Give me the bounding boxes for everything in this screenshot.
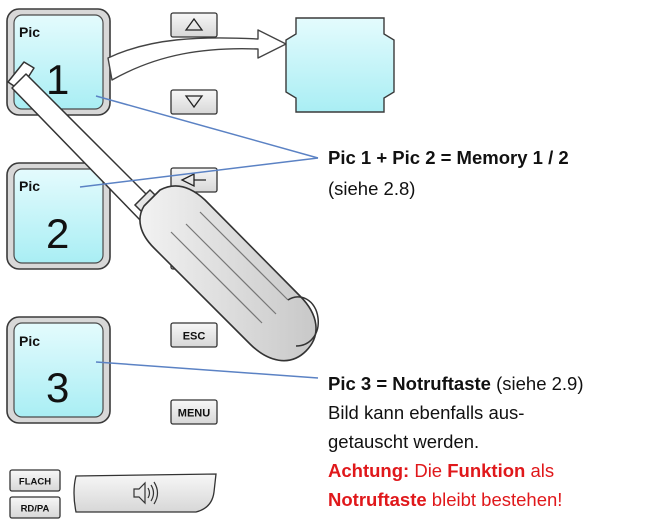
memory-note-reference: (siehe 2.8): [328, 178, 416, 199]
rdpa-label: RD/PA: [21, 504, 50, 515]
menu-key[interactable]: MENU: [170, 399, 218, 425]
pic2-number: 2: [46, 210, 69, 257]
warning-text-part1: Die: [409, 460, 448, 481]
warning-notruftaste: Notruftaste: [328, 489, 427, 510]
leader-lines: [79, 95, 319, 379]
menu-label: MENU: [178, 408, 210, 420]
pic3-key[interactable]: Pic 3: [6, 316, 111, 424]
pic1-number: 1: [46, 56, 69, 103]
memory-note-heading: Pic 1 + Pic 2 = Memory 1 / 2: [328, 147, 569, 168]
emergency-note-heading: Pic 3 = Notruftaste: [328, 373, 491, 394]
memory-note: Pic 1 + Pic 2 = Memory 1 / 2: [328, 145, 569, 171]
flach-key[interactable]: FLACH: [9, 469, 61, 492]
warning-bleibt: bleibt bestehen!: [426, 489, 563, 510]
rdpa-key[interactable]: RD/PA: [9, 496, 61, 519]
curved-arrow-icon: [107, 29, 287, 81]
screwdriver-icon: [7, 61, 319, 362]
emergency-note-line2: Bild kann ebenfalls aus-: [328, 402, 525, 423]
pic3-number: 3: [46, 364, 69, 411]
arrow-left-icon: [180, 172, 206, 188]
warning-line1: Achtung: Die Funktion als: [328, 458, 554, 484]
flach-label: FLACH: [19, 477, 51, 488]
target-screen: [285, 17, 395, 113]
warning-line2: Notruftaste bleibt bestehen!: [328, 487, 562, 513]
emergency-note-reference: (siehe 2.9): [490, 373, 584, 394]
pic2-key[interactable]: Pic 2: [6, 162, 111, 270]
pic1-title: Pic: [19, 24, 40, 40]
speaker-key[interactable]: [73, 473, 217, 513]
pic2-title: Pic: [19, 178, 40, 194]
emergency-note-line3: getauscht werden.: [328, 431, 480, 452]
arrow-up-icon: [184, 17, 204, 31]
emergency-note: Pic 3 = Notruftaste (siehe 2.9): [328, 371, 584, 397]
warning-funktion: Funktion: [447, 460, 526, 481]
arrow-up-key[interactable]: [170, 12, 218, 38]
warning-text-part2: als: [525, 460, 555, 481]
esc-label: ESC: [183, 331, 206, 343]
arrow-down-icon: [184, 95, 204, 109]
warning-label: Achtung:: [328, 460, 410, 481]
esc-key[interactable]: ESC: [170, 322, 218, 348]
speaker-icon: [133, 481, 159, 505]
arrow-down-key[interactable]: [170, 89, 218, 115]
pic3-title: Pic: [19, 333, 40, 349]
